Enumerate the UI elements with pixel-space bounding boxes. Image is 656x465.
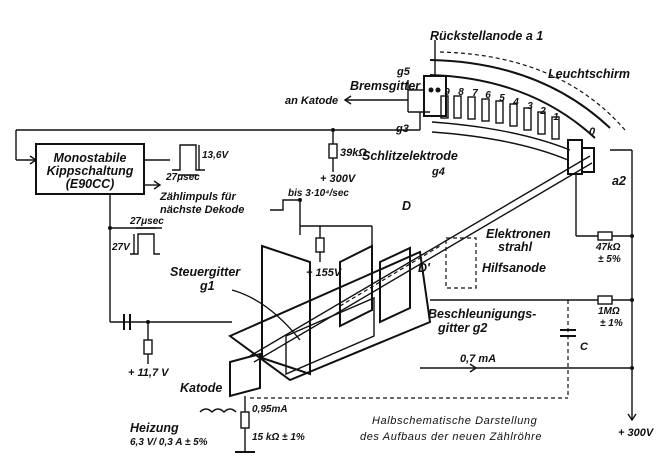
monostabile-kippschaltung-box	[35, 143, 145, 195]
elektronenstrahl	[249, 155, 593, 363]
junction-dot	[630, 298, 634, 302]
scale-digits: 9 8 7 6 5 4 3 2 1 0	[444, 87, 596, 138]
scale-digit: 5	[499, 93, 505, 104]
an-katode-label: an Katode	[285, 95, 338, 107]
junction-dot	[146, 320, 150, 324]
hilfsanode-label: Hilfsanode	[482, 261, 546, 275]
heizung-label: Heizung	[130, 421, 179, 435]
arrow-an-katode-icon	[343, 95, 352, 105]
r39k-label: 39kΩ	[340, 147, 367, 159]
v300b-label: + 300V	[618, 427, 655, 439]
junction-dot	[630, 366, 634, 370]
arrow-300v-icon	[627, 413, 637, 422]
v27-label: 27V	[111, 242, 131, 253]
e90cc-label: (E90CC)	[66, 177, 115, 191]
i07-label: 0,7 mA	[460, 353, 496, 365]
scale-digit: 7	[472, 88, 478, 99]
deflection-plate-d	[339, 226, 373, 328]
v117-label: + 11,7 V	[128, 367, 170, 379]
pulse-27v-icon	[130, 233, 160, 255]
resistor-47k	[597, 231, 613, 241]
t27b-label: 27μsec	[129, 216, 164, 227]
junction-dot	[331, 128, 335, 132]
anode-pin-icon	[428, 87, 434, 93]
scale-digit: 6	[485, 90, 491, 101]
g4-label: g4	[431, 166, 445, 178]
beschleunigungsgitter-g2	[228, 250, 432, 382]
caption-line-1: Halbschematische Darstellung	[372, 415, 538, 427]
elektronen-label: Elektronen	[486, 227, 551, 241]
wire-g1	[231, 289, 301, 341]
d-prime-label: D'	[418, 261, 431, 275]
schlitzelektrode-plate	[567, 139, 583, 175]
r47k-tol-label: ± 5%	[598, 254, 621, 265]
v300a-label: + 300V	[320, 173, 357, 185]
r1m-tol-label: ± 1%	[600, 318, 623, 329]
resistor-155	[315, 237, 325, 253]
resistor-39k	[328, 143, 338, 159]
scale-digit: 0	[589, 126, 596, 138]
rueckstellanode-label: Rückstellanode a 1	[430, 29, 543, 43]
katode-block	[229, 352, 261, 398]
pulse-13v-icon	[172, 144, 205, 171]
v136-label: 13,6V	[202, 150, 229, 161]
d-label: D	[402, 199, 411, 213]
steuergitter-g1	[261, 244, 311, 376]
c-label: C	[580, 341, 589, 353]
leuchtschirm-arc	[429, 51, 626, 161]
scale-digit: 3	[527, 101, 533, 112]
arrow-zaehlimpuls-icon	[153, 180, 162, 190]
zaehlimpuls-label: Zählimpuls für	[159, 191, 237, 203]
r15k-label: 15 kΩ ± 1%	[252, 432, 305, 443]
deflection-plate-d-prime	[379, 246, 411, 324]
pulse-freq-icon	[270, 199, 300, 211]
resistor-1m	[597, 295, 613, 305]
monostabile-label: Monostabile	[54, 151, 127, 165]
bremsgitter-label: Bremsgitter	[350, 79, 421, 93]
r47k-label: 47kΩ	[595, 242, 621, 253]
scale-digit: 2	[539, 106, 546, 117]
caption-line-2: des Aufbaus der neuen Zählröhre	[360, 431, 542, 443]
arrow-0-7ma-icon	[469, 363, 478, 373]
r1m-label: 1MΩ	[598, 306, 620, 317]
junction-dot	[108, 226, 112, 230]
scale-digit: 1	[553, 112, 559, 123]
g3-label: g3	[395, 123, 409, 135]
schlitzelektrode-label: Schlitzelektrode	[362, 149, 458, 163]
t27a-label: 27μsec	[165, 172, 200, 183]
freq-label: bis 3·10⁴/sec	[288, 188, 349, 199]
junction-dot	[630, 234, 634, 238]
resistor-117	[143, 339, 153, 355]
g1-label: g1	[199, 279, 215, 293]
anode-pin-icon	[435, 87, 441, 93]
strahl-label: strahl	[498, 240, 533, 254]
resistor-15k	[240, 411, 250, 429]
i095-label: 0,95mA	[252, 404, 288, 415]
katode-label: Katode	[180, 381, 222, 395]
leuchtschirm-label: Leuchtschirm	[548, 67, 630, 81]
hilfsanode-box	[445, 237, 477, 289]
beschleunigungs-label: Beschleunigungs-	[428, 307, 536, 321]
scale-digit: 8	[458, 87, 464, 98]
heizung-wire-icon	[199, 408, 237, 413]
v155-label: + 155V	[306, 267, 343, 279]
scale-digit: 4	[512, 97, 519, 108]
kippschaltung-label: Kippschaltung	[47, 164, 134, 178]
gitter-g2-label: gitter g2	[437, 321, 487, 335]
a2-label: a2	[612, 174, 626, 188]
scale-digit: 9	[444, 87, 450, 98]
g5-label: g5	[396, 66, 411, 78]
junction-dot	[298, 198, 302, 202]
steuergitter-label: Steuergitter	[170, 265, 241, 279]
heizung-value-label: 6,3 V/ 0,3 A ± 5%	[130, 437, 208, 448]
scale-slots	[440, 95, 560, 140]
naechste-dekode-label: nächste Dekode	[160, 204, 244, 216]
